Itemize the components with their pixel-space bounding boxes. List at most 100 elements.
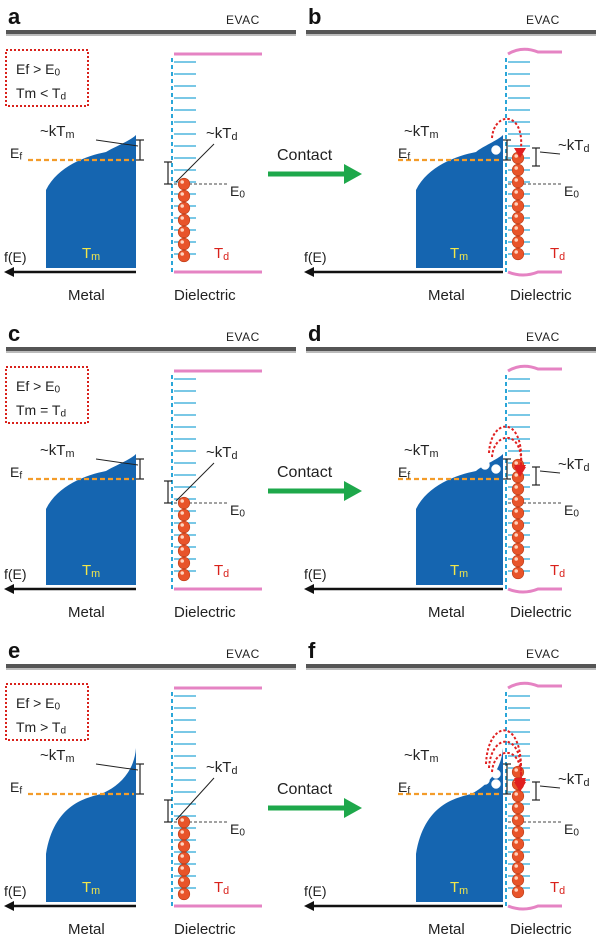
- evac-line-shadow: [6, 668, 296, 670]
- contact-label: Contact: [277, 781, 333, 798]
- ktm-label: ~kTm: [40, 442, 74, 460]
- electron-2: [177, 201, 191, 215]
- electron-highlight-2: [180, 523, 184, 527]
- electron-3: [511, 837, 525, 851]
- electron-4: [511, 530, 525, 544]
- electron-transfer-arrowhead-1: [514, 465, 526, 475]
- td-label-sub: d: [223, 568, 229, 580]
- fe-label: f(E): [304, 566, 327, 582]
- transferred-electron-highlight-3: [514, 768, 518, 772]
- electron-2: [177, 839, 191, 853]
- electron-highlight-5: [514, 864, 518, 868]
- ktd-label-sub: d: [583, 777, 589, 789]
- electron-7: [511, 885, 525, 899]
- transferred-electron-1: [511, 789, 525, 803]
- electron-1: [177, 508, 191, 522]
- tm-label: Tm: [82, 879, 100, 897]
- e0-label: E0: [564, 502, 579, 520]
- condition-ef-e0-main: Ef > E: [16, 378, 55, 394]
- metal-fermi-distribution: [46, 748, 136, 902]
- electron-4: [177, 863, 191, 877]
- condition-box: [5, 366, 89, 424]
- evac-line: [306, 30, 596, 34]
- tm-label-sub: m: [91, 568, 100, 580]
- td-label-main: T: [214, 245, 223, 262]
- condition-ef-e0-main: Ef > E: [16, 695, 55, 711]
- ktm-label-sub: m: [429, 753, 438, 765]
- td-label: Td: [550, 879, 565, 897]
- ktm-label: ~kTm: [40, 747, 74, 765]
- td-label-sub: d: [559, 568, 565, 580]
- e0-label: E0: [564, 183, 579, 201]
- tm-label-sub: m: [459, 885, 468, 897]
- electron-highlight-0: [180, 499, 184, 503]
- contact-arrow-head: [344, 164, 362, 184]
- metal-label: Metal: [68, 604, 105, 621]
- electron-highlight-1: [180, 192, 184, 196]
- ef-label: Ef: [10, 145, 22, 163]
- ef-label: Ef: [398, 145, 410, 163]
- electron-highlight-7: [514, 250, 518, 254]
- electron-highlight-6: [180, 252, 184, 256]
- electron-1: [511, 494, 525, 508]
- ktd-label: ~kTd: [558, 137, 589, 155]
- fe-label: f(E): [304, 883, 327, 899]
- electron-highlight-3: [180, 854, 184, 858]
- tm-label: Tm: [450, 879, 468, 897]
- e0-label-sub: 0: [573, 828, 579, 839]
- ef-label: Ef: [398, 464, 410, 482]
- metal-label: Metal: [428, 287, 465, 304]
- ktd-leader: [175, 462, 215, 502]
- e0-label-main: E: [230, 821, 239, 837]
- ktd-leader: [175, 777, 215, 821]
- tm-label-main: T: [450, 879, 459, 896]
- ktm-label-sub: m: [429, 129, 438, 141]
- electron-highlight-2: [180, 842, 184, 846]
- ef-label-main: E: [10, 779, 19, 795]
- electron-highlight-0: [514, 166, 518, 170]
- ef-label-sub: f: [19, 471, 22, 482]
- evac-line-shadow: [6, 351, 296, 353]
- electron-2: [511, 825, 525, 839]
- ktm-label-main: ~kT: [40, 442, 65, 459]
- evac-label: EVAC: [526, 647, 560, 661]
- evac-line: [6, 30, 296, 34]
- ktm-label: ~kTm: [404, 123, 438, 141]
- hole-2: [491, 769, 501, 779]
- transferred-electron-highlight-1: [514, 154, 518, 158]
- ktm-label-main: ~kT: [40, 123, 65, 140]
- td-label-main: T: [214, 879, 223, 896]
- hole-1: [480, 775, 490, 785]
- ktd-label-main: ~kT: [558, 137, 583, 154]
- td-label: Td: [550, 245, 565, 263]
- electron-transfer-arrow-1: [488, 425, 523, 474]
- condition-ef-e0: Ef > E0: [16, 695, 61, 713]
- td-label-main: T: [550, 562, 559, 579]
- ef-label-main: E: [398, 464, 407, 480]
- ktd-leader: [539, 151, 561, 155]
- ef-label-sub: f: [407, 471, 410, 482]
- electron-5: [177, 237, 191, 251]
- panel-letter: b: [308, 4, 321, 29]
- tm-label: Tm: [82, 245, 100, 263]
- tm-label: Tm: [82, 562, 100, 580]
- ktm-leader: [95, 458, 139, 466]
- valence-band-edge: [507, 270, 562, 277]
- metal-fermi-distribution: [416, 748, 503, 902]
- ktm-label-sub: m: [65, 129, 74, 141]
- electron-4: [177, 544, 191, 558]
- fe-axis-arrowhead: [304, 901, 314, 911]
- ef-label-sub: f: [19, 152, 22, 163]
- transferred-electron-highlight-1: [514, 473, 518, 477]
- electron-transfer-arrowhead-2: [514, 778, 526, 788]
- ktd-label-sub: d: [231, 450, 237, 462]
- electron-highlight-3: [514, 202, 518, 206]
- electron-0: [511, 482, 525, 496]
- ktd-label-sub: d: [231, 131, 237, 143]
- ef-label: Ef: [10, 464, 22, 482]
- ktd-label: ~kTd: [206, 444, 237, 462]
